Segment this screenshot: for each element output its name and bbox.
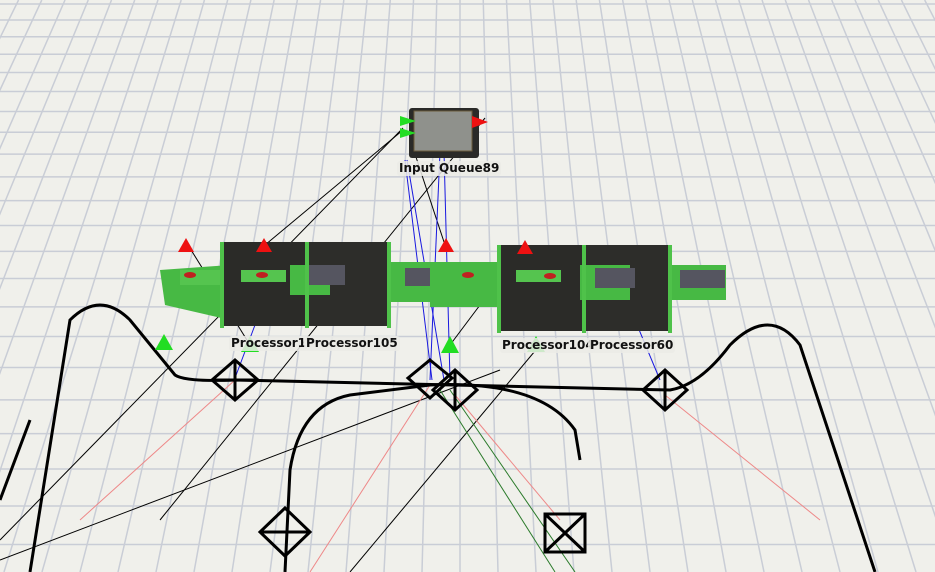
output-ports xyxy=(178,116,533,254)
network-paths xyxy=(0,303,877,572)
grid-line xyxy=(877,0,935,125)
grid-line xyxy=(691,0,841,572)
grid-line xyxy=(807,0,935,329)
grid-line xyxy=(784,0,935,417)
grid-line xyxy=(0,0,113,291)
grid-line xyxy=(3,0,182,572)
processor-label: Processor105 xyxy=(304,336,400,351)
queue-label: Input Queue89 xyxy=(397,161,502,176)
grid-line xyxy=(831,0,935,252)
grid-line xyxy=(714,0,879,572)
grid-line xyxy=(668,0,803,572)
grid-line xyxy=(0,0,89,216)
network-nodes xyxy=(209,358,690,559)
grid-line xyxy=(854,0,935,185)
grid-line xyxy=(41,0,206,572)
processor-label: Processor104 xyxy=(500,338,596,353)
processor-label: Processor1 xyxy=(229,336,309,351)
grid-line xyxy=(0,0,159,474)
processors[interactable] xyxy=(160,242,726,333)
grid-line xyxy=(0,0,66,151)
input-queue-89[interactable] xyxy=(409,108,479,158)
grid-line xyxy=(761,0,935,518)
grid-line xyxy=(738,0,917,572)
grid-line xyxy=(0,0,136,375)
red-path-lines xyxy=(79,379,821,572)
processor-label: Processor60 xyxy=(588,338,676,353)
grid-line xyxy=(79,0,229,572)
